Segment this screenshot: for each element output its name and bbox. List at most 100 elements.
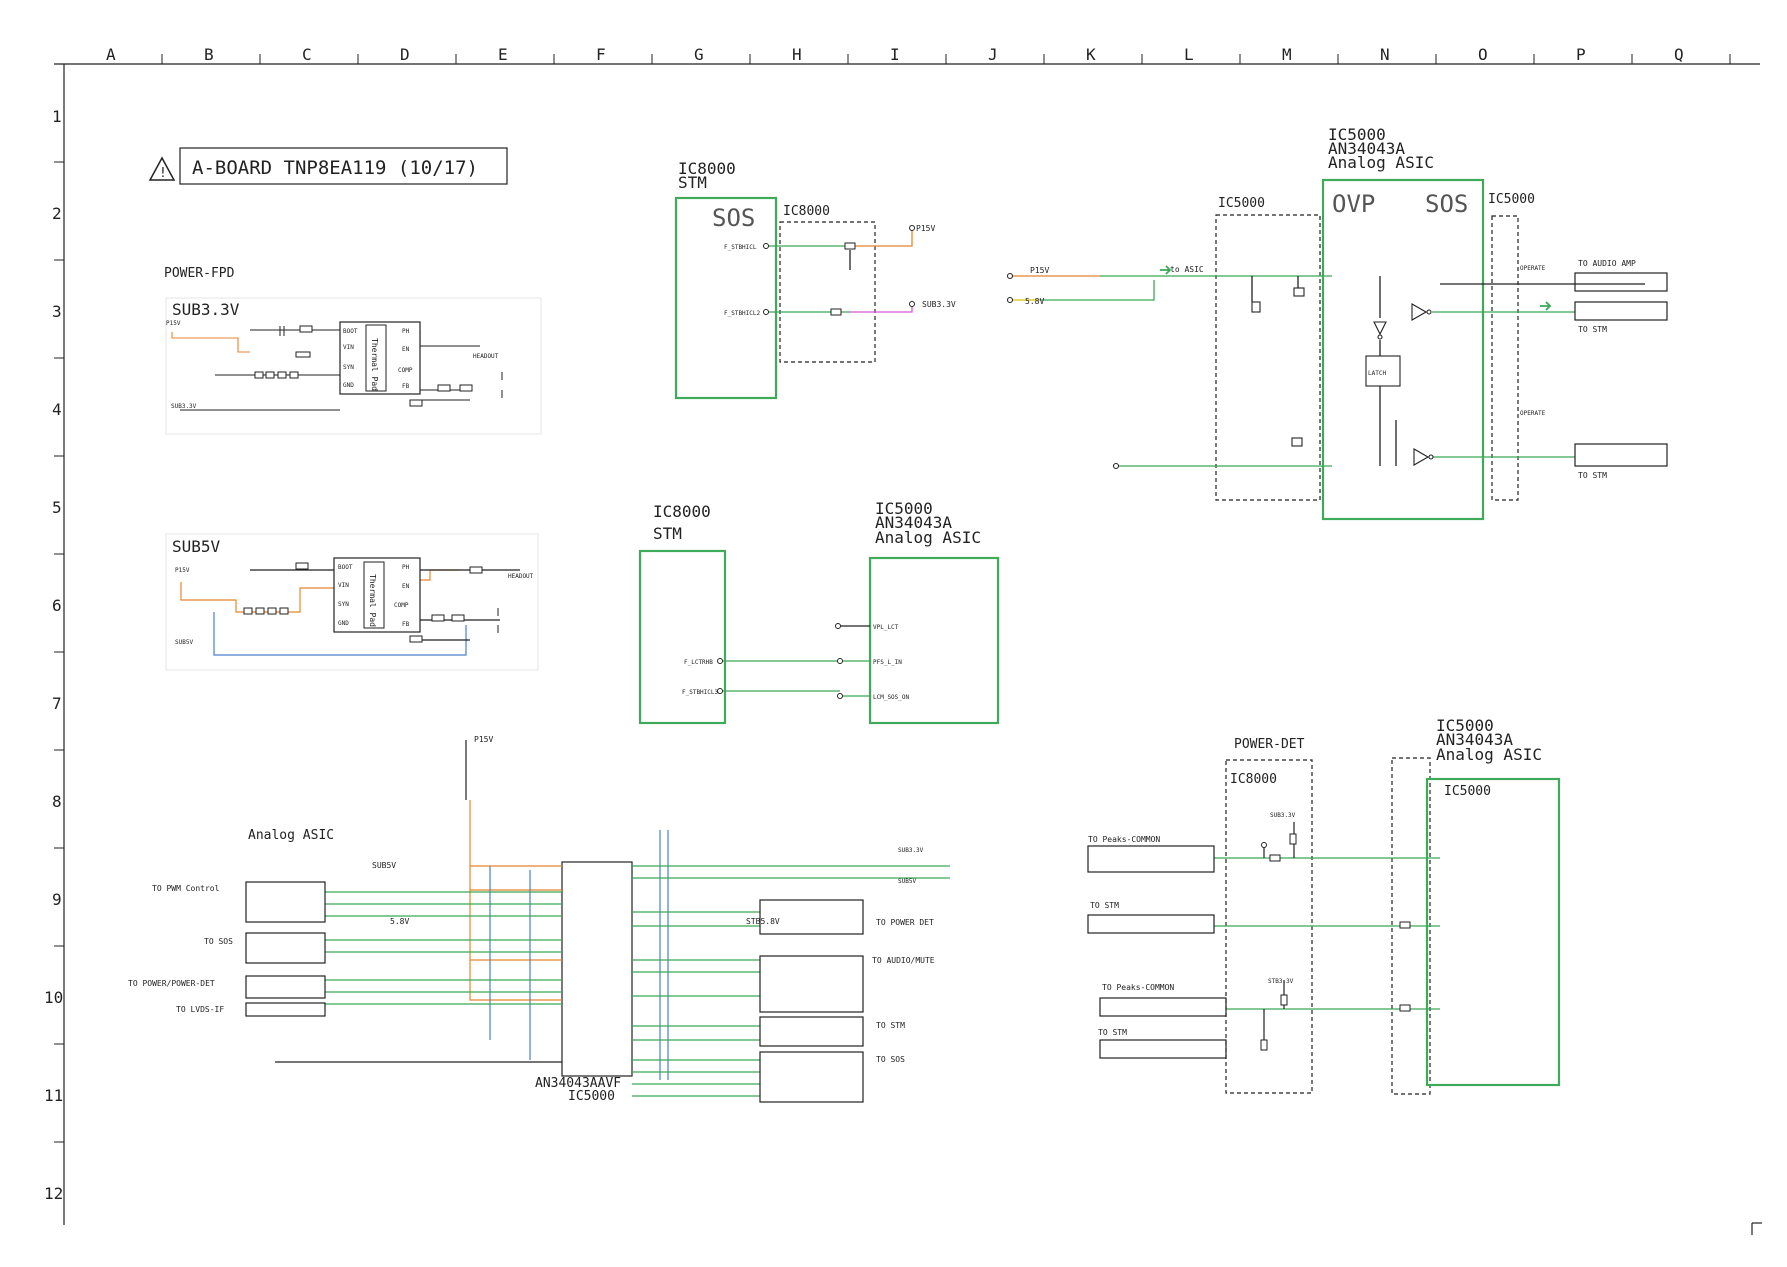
to-sos-label: TO SOS	[204, 937, 233, 946]
thermal-pad-label: Thermal Pad	[370, 338, 379, 391]
r-power-det-label: TO POWER DET	[876, 918, 934, 927]
row-number: 4	[52, 400, 62, 419]
col-letter: I	[890, 45, 900, 64]
mid-pin-right: LCM_SOS_ON	[873, 694, 910, 701]
power-det-section: POWER-DET IC8000 IC5000 AN34043A Analog …	[1087, 716, 1561, 1095]
ic-pin: COMP	[394, 602, 409, 609]
ic-pin: GND	[343, 382, 354, 389]
ovp-58v: 5.8V	[1025, 297, 1044, 306]
col-letter: Q	[1674, 45, 1684, 64]
regulator-ic-b: Thermal Pad BOOT VIN SYN GND PH EN COMP …	[333, 557, 421, 633]
ic-pin: VIN	[343, 344, 354, 351]
col-letter: K	[1086, 45, 1096, 64]
col-letter: F	[596, 45, 606, 64]
col-letter: A	[106, 45, 116, 64]
regulator-ic-a: Thermal Pad BOOT VIN SYN GND PH EN COMP …	[339, 321, 421, 395]
asic-wires	[275, 740, 950, 1097]
ovp-part-label: AN34043A	[1328, 139, 1405, 158]
stm-ic-label: IC8000	[678, 159, 736, 178]
asic-stb58v: STB5.8V	[746, 917, 780, 926]
stm-out-sub33: SUB3.3V	[922, 300, 956, 309]
sub5-label: SUB5V	[172, 537, 221, 556]
stm-out-p15v: P15V	[916, 224, 935, 233]
col-letter: D	[400, 45, 410, 64]
sheet-title-block: ! A-BOARD TNP8EA119 (10/17)	[148, 147, 508, 185]
row-number: 11	[44, 1086, 63, 1105]
ovp-arrows	[1160, 265, 1552, 311]
stm-core-label: SOS	[712, 204, 755, 232]
to-asic-label: to ASIC	[1170, 265, 1204, 274]
sub33-label: SUB3.3V	[172, 300, 240, 319]
mid-pin-left: F_STBHICL3	[682, 689, 719, 696]
col-letter: C	[302, 45, 312, 64]
ovp-output-boxes	[1574, 272, 1668, 467]
pd-to-peaks-label: TO Peaks-COMMON	[1088, 835, 1160, 844]
col-letter: H	[792, 45, 802, 64]
stm-sos-section: IC8000 STM SOS IC8000 F_STBHICL F_STBHIC…	[674, 159, 956, 400]
col-letter: M	[1282, 45, 1292, 64]
mid-right-ic: IC5000	[875, 499, 933, 518]
stm-name-label: STM	[678, 173, 707, 192]
asic-title: Analog ASIC	[248, 828, 334, 843]
ovp-p15v: P15V	[1030, 266, 1049, 275]
to-stm-label: TO STM	[1578, 471, 1607, 480]
asic-p15v: P15V	[474, 735, 493, 744]
asic-58v: 5.8V	[390, 917, 409, 926]
mid-right-name: Analog ASIC	[875, 528, 981, 547]
r-stm-label: TO STM	[876, 1021, 905, 1030]
col-letter: L	[1184, 45, 1194, 64]
row-number: 9	[52, 890, 62, 909]
ovp-dash-left-label: IC5000	[1218, 196, 1265, 211]
sheet-title: A-BOARD TNP8EA119 (10/17)	[192, 157, 478, 179]
analog-asic-section: Analog ASIC AN34043AAVF IC5000	[128, 735, 950, 1104]
row-number: 8	[52, 792, 62, 811]
mid-stm-asic-section: IC8000 STM IC5000 AN34043A Analog ASIC F…	[638, 499, 1000, 725]
col-letter: P	[1576, 45, 1586, 64]
sheet-frame	[54, 63, 1762, 1235]
headout-net: HEADOUT	[473, 353, 499, 360]
pd-ic-label: IC5000	[1436, 716, 1494, 735]
row-number: 7	[52, 694, 62, 713]
r-sos-label: TO SOS	[876, 1055, 905, 1064]
ic-pin: PH	[402, 564, 410, 571]
p15v-net: P15V	[166, 320, 181, 327]
ic-pin: COMP	[398, 367, 413, 374]
latch-label: LATCH	[1368, 370, 1386, 377]
ic-pin: BOOT	[338, 564, 353, 571]
ic-pin: VIN	[338, 582, 349, 589]
mid-pin-right: VPL_LCT	[873, 624, 899, 631]
col-letter: G	[694, 45, 704, 64]
r-audio-mute-label: TO AUDIO/MUTE	[872, 956, 935, 965]
ic-pin: SYN	[338, 601, 349, 608]
operate-label: OPERATE	[1520, 265, 1546, 272]
sub33-passives	[254, 325, 503, 407]
power-fpd-heading: POWER-FPD	[164, 266, 235, 281]
ic-pin: EN	[402, 583, 410, 590]
p15v-net: P15V	[175, 567, 190, 574]
ovp-dash-right-label: IC5000	[1488, 192, 1535, 207]
headout-net: HEADOUT	[508, 573, 534, 580]
row-number: 2	[52, 204, 62, 223]
row-number: 6	[52, 596, 62, 615]
row-number: 3	[52, 302, 62, 321]
stm-dash-label: IC8000	[783, 204, 830, 219]
to-lvds-label: TO LVDS-IF	[176, 1005, 224, 1014]
row-number: 5	[52, 498, 62, 517]
asic-io-boxes	[245, 881, 864, 1103]
ic-pin: EN	[402, 346, 410, 353]
power-fpd-sub33-section: POWER-FPD SUB3.3V Thermal Pad BOOT VIN S…	[164, 266, 542, 435]
ovp-name-label: Analog ASIC	[1328, 153, 1434, 172]
asic-ic: IC5000	[568, 1089, 615, 1104]
mid-pin-right: PFS_L_IN	[873, 659, 902, 666]
thermal-pad-label: Thermal Pad	[368, 574, 377, 627]
row-number: 1	[52, 107, 62, 126]
ic-pin: SYN	[343, 364, 354, 371]
to-audio-amp-label: TO AUDIO AMP	[1578, 259, 1636, 268]
asic-sub33v: SUB3.3V	[898, 847, 924, 854]
ic-pin: BOOT	[343, 328, 358, 335]
to-stm-label: TO STM	[1578, 325, 1607, 334]
mid-right-part: AN34043A	[875, 513, 952, 532]
stm-wires	[766, 228, 913, 313]
col-letter: E	[498, 45, 508, 64]
